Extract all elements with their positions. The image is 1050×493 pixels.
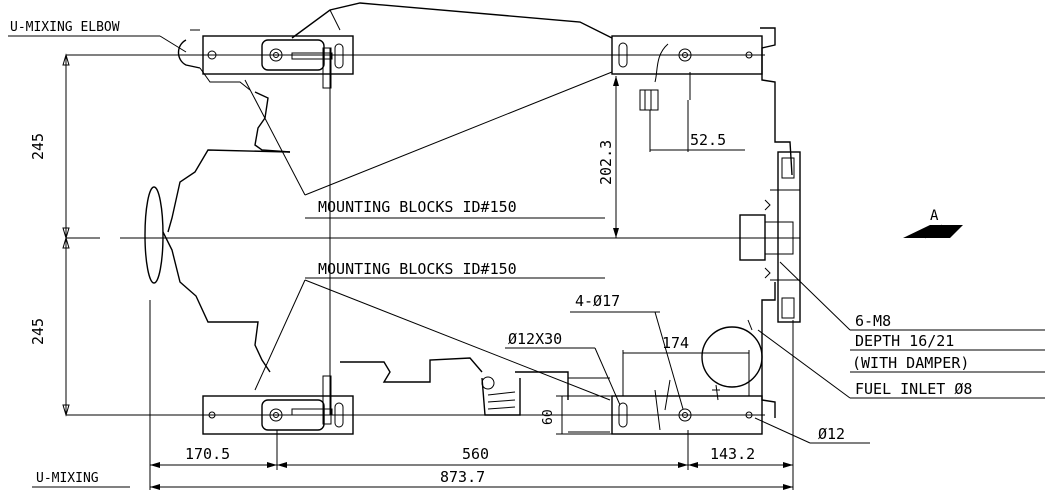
label-fuel-inlet: FUEL INLET Ø8	[855, 380, 972, 398]
dim-width-total: 873.7	[440, 468, 485, 486]
u-mixing-elbow-shape	[177, 29, 251, 91]
label-depth: DEPTH 16/21	[855, 332, 954, 350]
flywheel-ellipse	[144, 186, 164, 284]
labels: U-MIXING ELBOW U-MIXING MOUNTING BLOCKS …	[10, 20, 972, 486]
label-hole-12: Ø12	[818, 425, 845, 443]
mounting-block-top-right	[611, 35, 763, 111]
dim-width-560: 560	[462, 445, 489, 463]
label-holes-4: 4-Ø17	[575, 292, 620, 310]
label-mounting-blocks-bottom: MOUNTING BLOCKS ID#150	[318, 260, 517, 278]
dimension-values: 245 245 202.3 52.5 174 60 170.5 560 143.…	[29, 131, 755, 486]
front-damper	[739, 151, 801, 323]
mounting-block-bottom-left	[202, 375, 354, 435]
leader-lines	[8, 35, 1045, 488]
engine-outline	[144, 2, 793, 433]
mounting-block-bottom-right	[611, 379, 763, 435]
label-slot: Ø12X30	[508, 330, 562, 348]
dim-width-143: 143.2	[710, 445, 755, 463]
label-u-mixing: U-MIXING	[36, 471, 99, 486]
label-u-mixing-elbow: U-MIXING ELBOW	[10, 20, 120, 35]
dim-height-60: 60	[541, 409, 556, 425]
dim-height-upper: 245	[29, 133, 47, 160]
dim-height-lower: 245	[29, 318, 47, 345]
view-a-marker	[903, 224, 963, 239]
mounting-block-top-left	[202, 35, 354, 89]
dim-height-202: 202.3	[597, 140, 615, 185]
dim-width-52: 52.5	[690, 131, 726, 149]
label-thread: 6-M8	[855, 312, 891, 330]
label-damper: (WITH DAMPER)	[852, 354, 969, 372]
dimension-lines	[62, 53, 794, 490]
label-view-a: A	[930, 208, 939, 224]
dim-width-170: 170.5	[185, 445, 230, 463]
fuel-fitting-circle	[481, 376, 495, 390]
label-mounting-blocks-top: MOUNTING BLOCKS ID#150	[318, 198, 517, 216]
dim-width-174: 174	[662, 334, 689, 352]
centerlines	[66, 48, 800, 416]
fuel-filter	[701, 319, 763, 401]
fuel-pump-area	[481, 376, 521, 416]
